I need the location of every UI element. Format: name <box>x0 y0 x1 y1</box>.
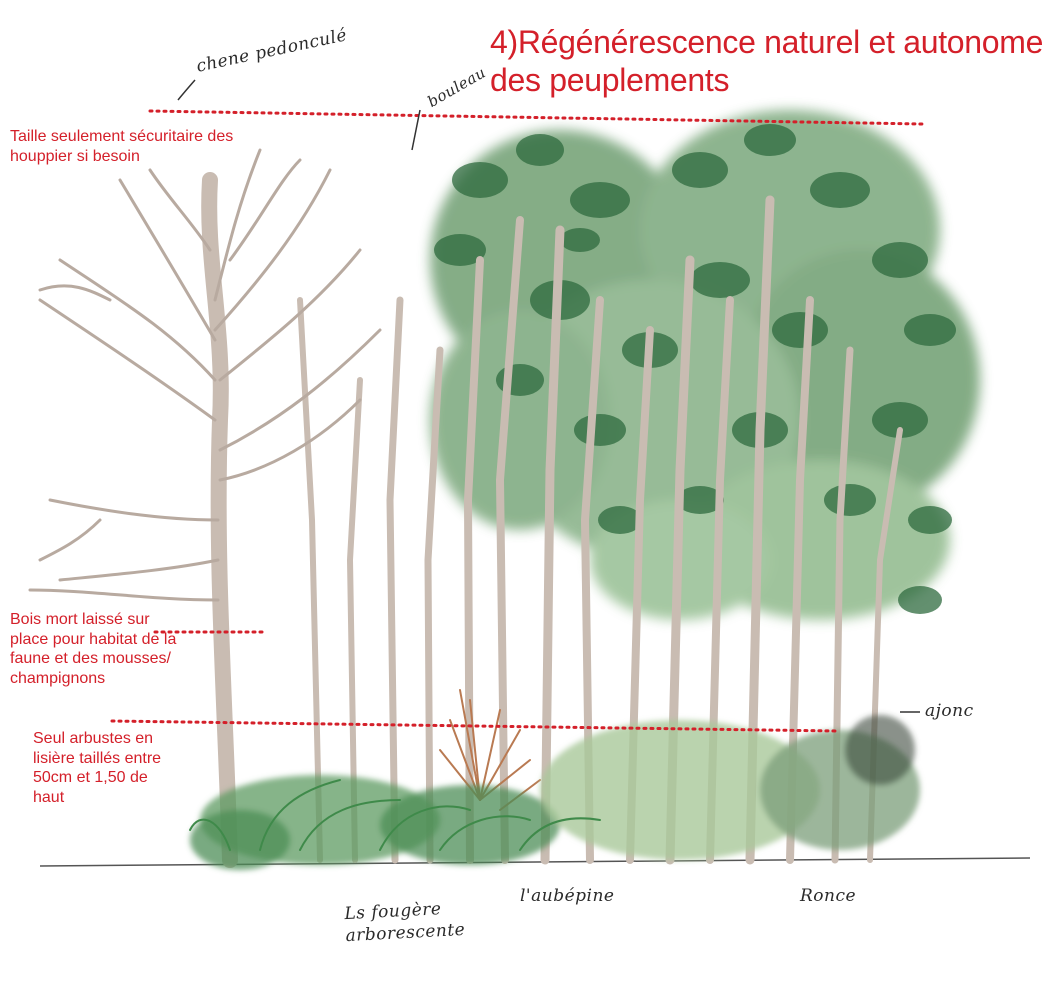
reference-lines <box>110 109 924 733</box>
oak-branches <box>28 148 382 602</box>
hawthorn-shrub <box>439 689 541 811</box>
label-pointers <box>177 79 920 713</box>
crown-limit-line <box>148 109 924 126</box>
fern-fronds <box>189 779 601 851</box>
page-title: 4)Régénérescence naturel et autonome des… <box>490 24 1044 98</box>
shrub-height-line <box>110 719 840 733</box>
hawthorn-label: l'aubépine <box>520 886 615 906</box>
shrub-pruning-note: Seul arbustes en lisière taillés entre 5… <box>33 730 162 806</box>
crown-pruning-note: Taille seulement sécuritaire des houppie… <box>10 128 234 165</box>
ground-line <box>39 857 1031 867</box>
bramble-label: Ronce <box>800 886 857 906</box>
gorse-label: ajonc <box>925 701 974 721</box>
deadwood-note: Bois mort laissé sur place pour habitat … <box>10 611 177 687</box>
undergrowth <box>190 715 920 870</box>
fern-label: Ls fougère arborescente <box>343 899 466 947</box>
